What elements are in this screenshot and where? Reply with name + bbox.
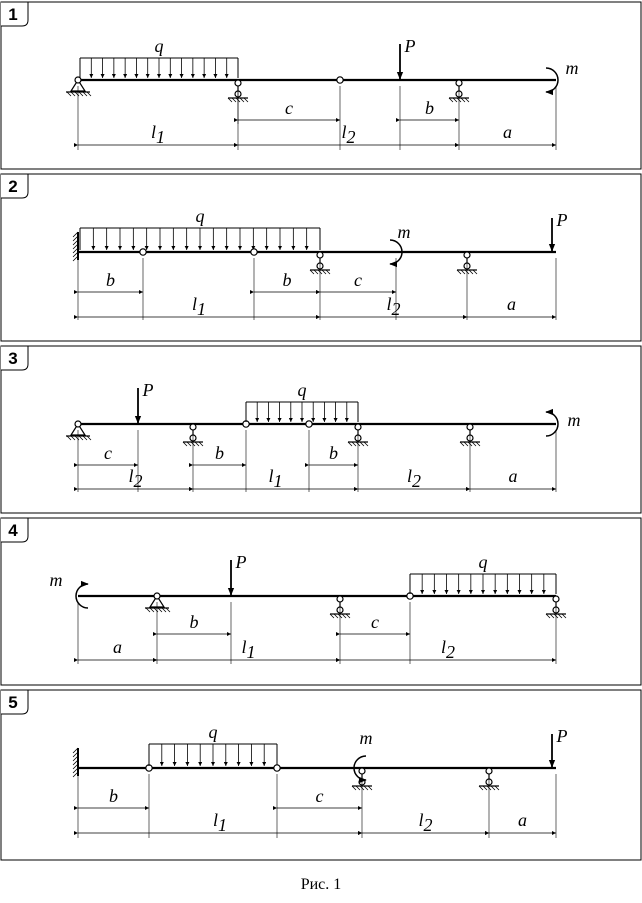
panel-2: 2 q m Pb b c l1 l2 a bbox=[0, 173, 642, 342]
point-force-P: P bbox=[548, 210, 568, 252]
roller-support-icon bbox=[309, 251, 331, 275]
moment-m-label: m bbox=[566, 58, 579, 78]
moment-m-label: m bbox=[360, 728, 373, 748]
panel-number: 4 bbox=[8, 521, 18, 540]
dimension-label: b bbox=[425, 98, 434, 118]
load-q-label: q bbox=[196, 206, 205, 226]
force-P-label: P bbox=[235, 552, 247, 572]
dimension-label: a bbox=[518, 810, 527, 830]
force-P-label: P bbox=[556, 726, 568, 746]
force-P-label: P bbox=[404, 36, 416, 56]
moment-m: m bbox=[50, 570, 89, 609]
panel-frame bbox=[0, 517, 642, 686]
panel-number-tab bbox=[1, 1, 29, 27]
panel-number-tab bbox=[1, 517, 29, 543]
load-q-label: q bbox=[155, 36, 164, 56]
dimension-label: l2 bbox=[441, 637, 455, 662]
dimension-label: l1 bbox=[241, 637, 255, 662]
panel-number: 1 bbox=[8, 5, 17, 24]
fixed-support-icon bbox=[72, 231, 79, 262]
dimension-label: l2 bbox=[407, 466, 421, 491]
dimension-label: l2 bbox=[386, 294, 400, 319]
panel-number-tab bbox=[1, 689, 29, 715]
dimension-label: b bbox=[283, 270, 292, 290]
panel-1: 1 q Pm c b l1 l2 a bbox=[0, 1, 642, 170]
panel-number: 2 bbox=[8, 177, 17, 196]
load-q-label: q bbox=[479, 552, 488, 572]
moment-m: m bbox=[545, 408, 581, 437]
panel-frame bbox=[0, 689, 642, 861]
force-P-label: P bbox=[142, 380, 154, 400]
point-force-P: P bbox=[134, 380, 154, 424]
dimension-label: l2 bbox=[418, 810, 432, 835]
load-q-label: q bbox=[298, 380, 307, 400]
dimension-label: l1 bbox=[268, 466, 282, 491]
dimension-label: a bbox=[509, 466, 518, 486]
dimension-label: b bbox=[329, 443, 338, 463]
dimension-label: l1 bbox=[192, 294, 206, 319]
point-force-P: P bbox=[548, 726, 568, 768]
hinge-icon bbox=[336, 76, 344, 84]
dimension-label: a bbox=[113, 637, 122, 657]
point-force-P: P bbox=[227, 552, 247, 596]
panel-5: 5 q m Pb c l1 l2 a bbox=[0, 689, 642, 861]
panel-frame bbox=[0, 345, 642, 514]
panel-number-tab bbox=[1, 173, 29, 199]
dimension-label: b bbox=[109, 786, 118, 806]
panel-number: 3 bbox=[8, 349, 17, 368]
hinge-icon bbox=[273, 764, 281, 772]
dimension-label: a bbox=[507, 294, 516, 314]
dimension-label: c bbox=[354, 270, 362, 290]
dimension-label: c bbox=[371, 612, 379, 632]
figure-caption: Рис. 1 bbox=[301, 876, 342, 893]
dimension-label: b bbox=[106, 270, 115, 290]
distributed-load: q bbox=[79, 206, 321, 250]
distributed-load: q bbox=[245, 380, 359, 422]
dimension-label: l2 bbox=[128, 466, 142, 491]
moment-m: m bbox=[389, 222, 411, 268]
dimension-label: b bbox=[190, 612, 199, 632]
dimension-label: l2 bbox=[341, 122, 355, 147]
load-q-label: q bbox=[209, 722, 218, 742]
distributed-load: q bbox=[409, 552, 557, 594]
dimension-label: c bbox=[316, 786, 324, 806]
roller-support-icon bbox=[329, 595, 351, 619]
dimension-label: c bbox=[285, 98, 293, 118]
panel-number-tab bbox=[1, 345, 29, 371]
moment-m: m bbox=[545, 58, 579, 96]
distributed-load: q bbox=[79, 36, 239, 78]
point-force-P: P bbox=[396, 36, 416, 80]
moment-m: m bbox=[353, 728, 373, 784]
dimension-label: l1 bbox=[151, 122, 165, 147]
moment-m-label: m bbox=[398, 222, 411, 242]
force-P-label: P bbox=[556, 210, 568, 230]
hinge-icon bbox=[250, 248, 258, 256]
dimension-label: l1 bbox=[213, 810, 227, 835]
distributed-load: q bbox=[148, 722, 278, 766]
dimension-label: a bbox=[503, 122, 512, 142]
dimension-label: b bbox=[215, 443, 224, 463]
moment-m-label: m bbox=[50, 570, 63, 590]
dimension-label: c bbox=[104, 443, 112, 463]
panel-frame bbox=[0, 1, 642, 170]
moment-m-label: m bbox=[568, 410, 581, 430]
panel-number: 5 bbox=[8, 693, 17, 712]
hinge-icon bbox=[139, 248, 147, 256]
hinge-icon bbox=[305, 420, 313, 428]
fixed-support-icon bbox=[72, 747, 79, 778]
